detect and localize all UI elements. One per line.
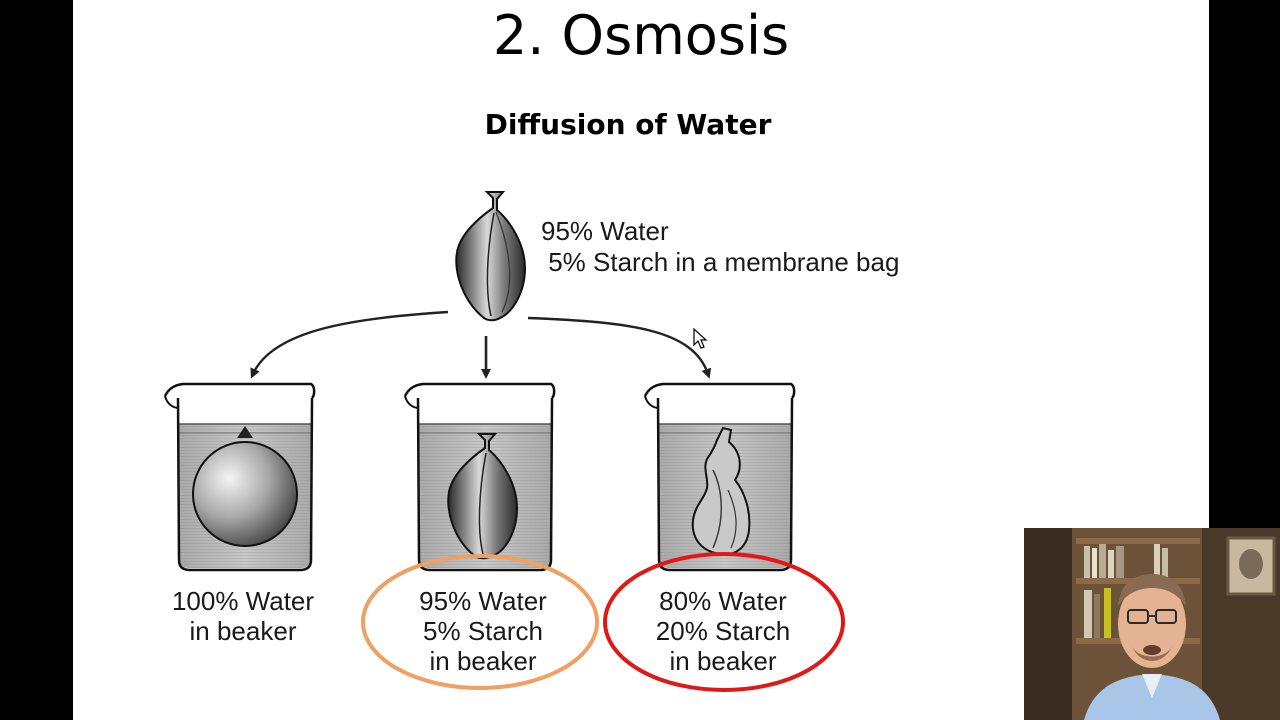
beaker-3-caption-line2: 20% Starch [623,616,823,646]
arrow-left [253,312,448,374]
beaker-3 [645,384,794,570]
bag-caption-line1: 95% Water [541,216,669,246]
beaker-3-caption-line3: in beaker [623,646,823,676]
presenter-image [1024,528,1280,720]
beaker-3-caption: 80% Water 20% Starch in beaker [623,586,823,676]
arrow-right [528,318,708,374]
beaker-2-caption-line1: 95% Water [383,586,583,616]
beaker-1 [165,384,314,570]
membrane-bag-top [456,192,525,320]
webcam-video[interactable] [1024,528,1280,720]
beaker-3-caption-line1: 80% Water [623,586,823,616]
bag-caption-line2: 5% Starch in a membrane bag [541,247,899,277]
beaker-2-caption: 95% Water 5% Starch in beaker [383,586,583,676]
beaker-1-caption-line2: in beaker [143,616,343,646]
mouse-pointer-icon [693,328,709,350]
beaker-1-caption-line1: 100% Water [143,586,343,616]
beaker-2 [405,384,554,570]
bag-caption: 95% Water 5% Starch in a membrane bag [541,216,899,278]
beaker-1-caption: 100% Water in beaker [143,586,343,646]
beaker-2-caption-line2: 5% Starch [383,616,583,646]
beaker-2-caption-line3: in beaker [383,646,583,676]
